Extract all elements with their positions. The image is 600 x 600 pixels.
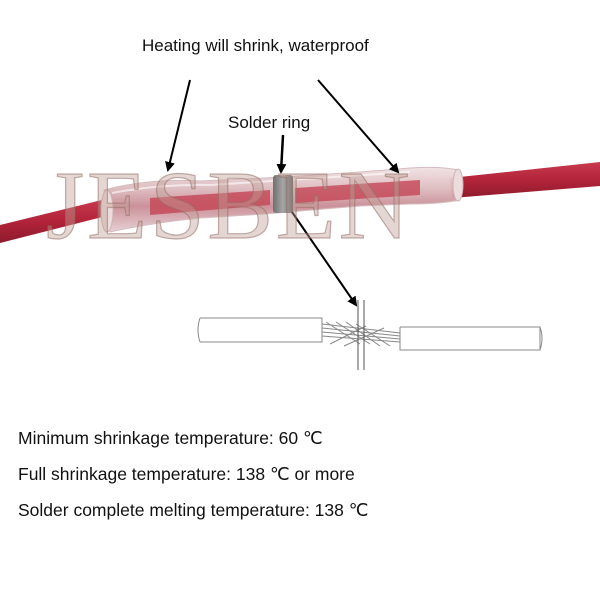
left-wire bbox=[0, 198, 114, 243]
spec-full-shrink: Full shrinkage temperature: 138 ℃ or mor… bbox=[18, 464, 355, 484]
arrow-heating-right bbox=[317, 79, 400, 174]
heating-shrink-label: Heating will shrink, waterproof bbox=[142, 36, 369, 55]
solder-ring bbox=[273, 175, 293, 213]
arrow-solder-ring bbox=[276, 134, 287, 174]
arrow-heating-left bbox=[165, 79, 191, 172]
solder-ring-label: Solder ring bbox=[228, 113, 311, 132]
arrow-splice-detail bbox=[291, 211, 358, 307]
right-wire bbox=[450, 162, 600, 198]
spec-solder-melt: Solder complete melting temperature: 138… bbox=[18, 500, 369, 520]
splice-line-drawing bbox=[197, 300, 543, 370]
jesben-watermark: JESBEN bbox=[45, 151, 413, 260]
spec-min-shrink: Minimum shrinkage temperature: 60 ℃ bbox=[18, 428, 323, 448]
